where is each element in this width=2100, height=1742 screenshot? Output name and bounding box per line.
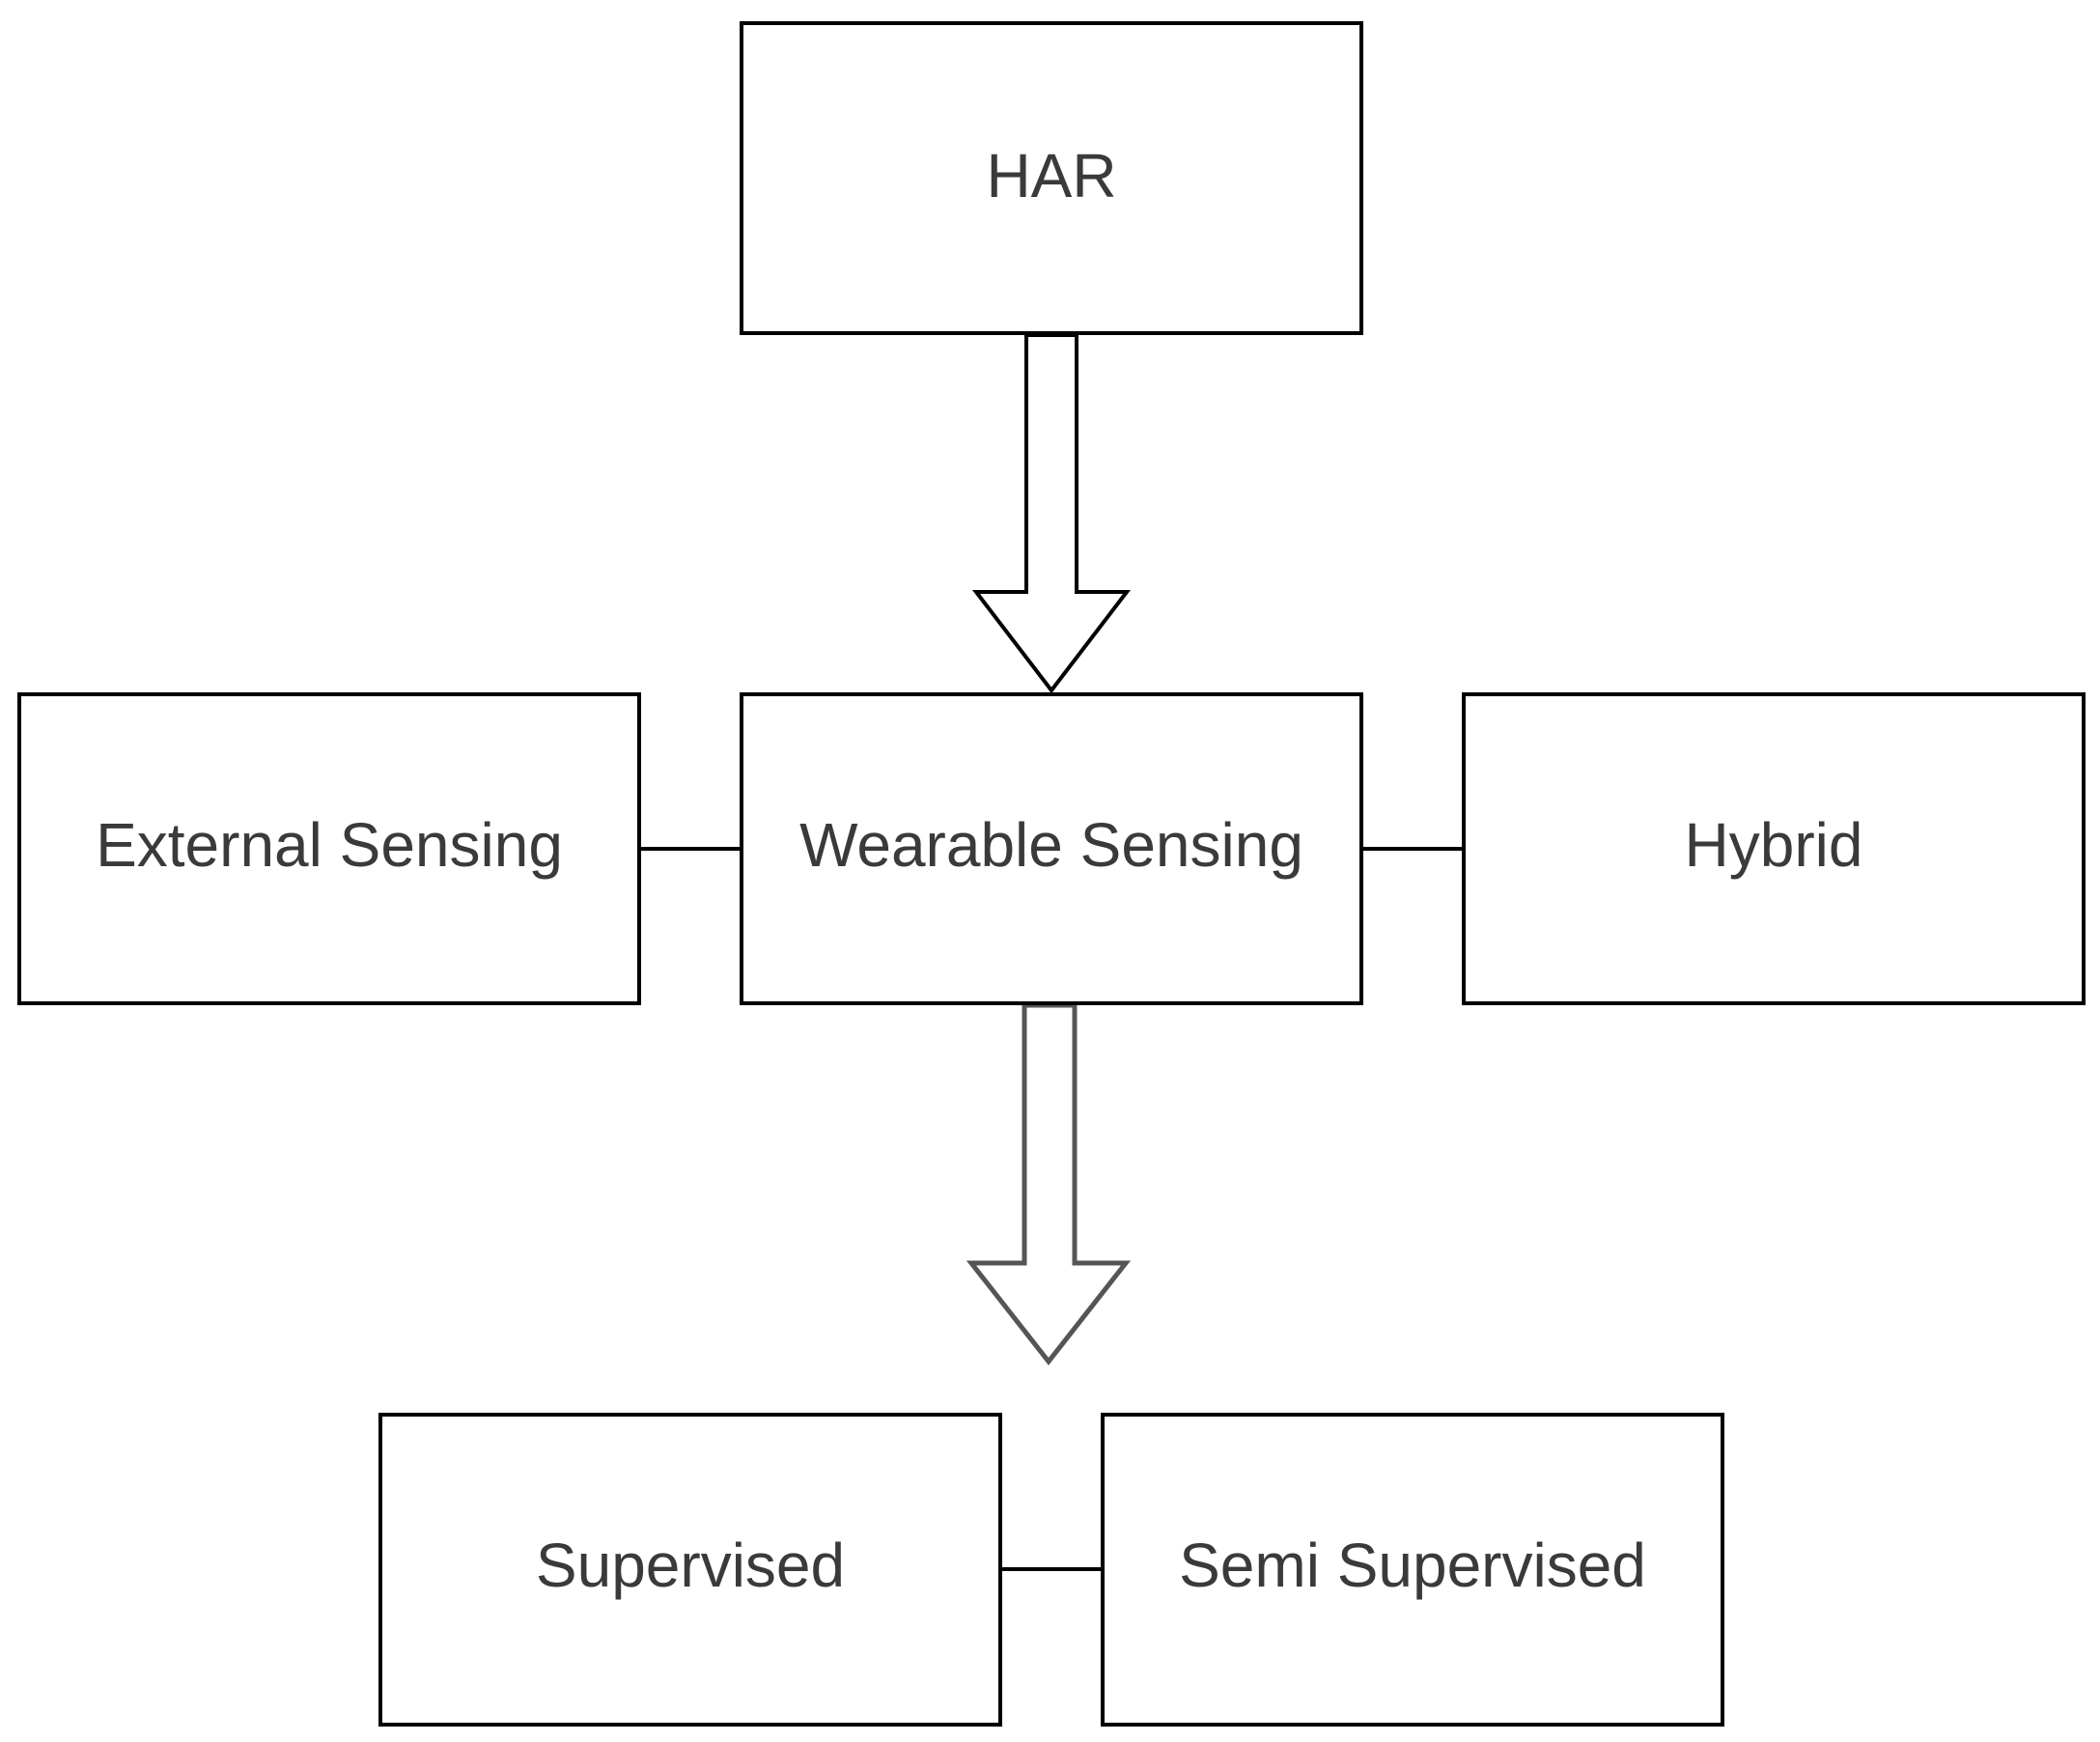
node-hybrid: Hybrid <box>1462 692 2086 1005</box>
node-wearable-sensing-label: Wearable Sensing <box>799 810 1303 880</box>
arrow-wearable-to-learning <box>966 1002 1132 1366</box>
node-wearable-sensing: Wearable Sensing <box>740 692 1363 1005</box>
node-semi-supervised: Semi Supervised <box>1101 1413 1724 1727</box>
node-external-sensing-label: External Sensing <box>96 810 563 880</box>
node-external-sensing: External Sensing <box>17 692 641 1005</box>
node-supervised-label: Supervised <box>536 1531 845 1600</box>
node-hybrid-label: Hybrid <box>1685 810 1863 880</box>
node-har: HAR <box>740 21 1363 335</box>
node-har-label: HAR <box>986 141 1116 211</box>
arrow-har-to-wearable <box>971 333 1132 694</box>
node-supervised: Supervised <box>378 1413 1002 1727</box>
node-semi-supervised-label: Semi Supervised <box>1179 1531 1646 1600</box>
